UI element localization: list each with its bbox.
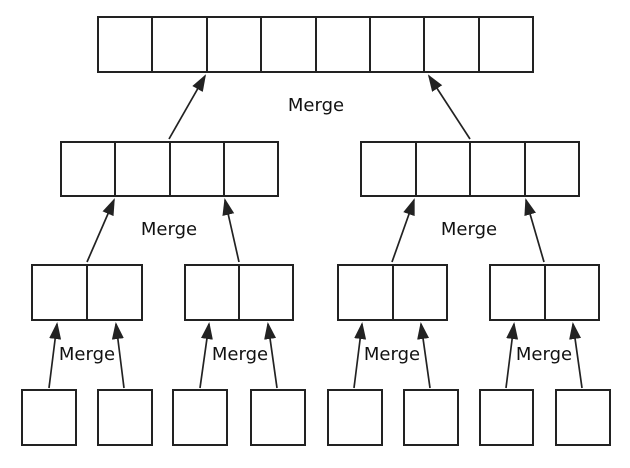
array-cell — [23, 391, 75, 444]
array-cell — [86, 266, 141, 319]
arrow-pair2-to-left4 — [222, 198, 240, 263]
array-cell — [168, 143, 223, 195]
leaf-1 — [21, 389, 77, 446]
array-cell — [33, 266, 86, 319]
merge-label-mid-right: Merge — [440, 219, 498, 240]
array-cell — [252, 391, 304, 444]
arrow-right4-to-top — [427, 74, 471, 140]
merge-label-pair-1: Merge — [58, 344, 116, 365]
arrow-leaf4-to-pair2 — [264, 322, 278, 389]
arrow-pair4-to-right4 — [524, 198, 545, 263]
array-cell — [260, 18, 314, 71]
leaf-5 — [327, 389, 383, 446]
leaf-6 — [403, 389, 459, 446]
array-4-left — [60, 141, 279, 197]
arrow-leaf7-to-pair4 — [505, 322, 519, 389]
array-cell — [174, 391, 226, 444]
array-4-right — [360, 141, 580, 197]
array-cell — [557, 391, 609, 444]
arrow-leaf3-to-pair2 — [199, 322, 213, 389]
pair-4 — [489, 264, 600, 321]
leaf-4 — [250, 389, 306, 446]
arrow-pair3-to-right4 — [391, 198, 415, 263]
arrow-leaf6-to-pair3 — [417, 322, 431, 389]
array-cell — [114, 143, 168, 195]
array-cell — [62, 143, 114, 195]
array-cell — [491, 266, 544, 319]
array-cell — [205, 18, 260, 71]
leaf-7 — [479, 389, 534, 446]
pair-3 — [337, 264, 448, 321]
merge-label-pair-3: Merge — [363, 344, 421, 365]
array-cell — [423, 18, 477, 71]
merge-label-mid-left: Merge — [140, 219, 198, 240]
array-cell — [99, 391, 151, 444]
arrow-pair1-to-left4 — [86, 198, 115, 263]
array-cell — [391, 266, 447, 319]
leaf-8 — [555, 389, 611, 446]
array-cell — [523, 143, 579, 195]
pair-2 — [184, 264, 294, 321]
array-8 — [97, 16, 534, 73]
array-cell — [477, 18, 532, 71]
merge-label-top: Merge — [287, 95, 345, 116]
array-cell — [151, 18, 205, 71]
arrow-leaf8-to-pair4 — [569, 322, 583, 389]
array-cell — [543, 266, 599, 319]
leaf-2 — [97, 389, 153, 446]
array-cell — [405, 391, 457, 444]
pair-1 — [31, 264, 143, 321]
array-cell — [481, 391, 532, 444]
arrow-left4-to-top — [168, 74, 206, 140]
array-cell — [238, 266, 292, 319]
arrow-leaf2-to-pair1 — [111, 322, 125, 389]
array-cell — [339, 266, 392, 319]
array-cell — [469, 143, 524, 195]
merge-label-pair-2: Merge — [211, 344, 269, 365]
array-cell — [186, 266, 238, 319]
array-cell — [99, 18, 151, 71]
merge-label-pair-4: Merge — [515, 344, 573, 365]
leaf-3 — [172, 389, 228, 446]
array-cell — [222, 143, 277, 195]
arrow-leaf5-to-pair3 — [353, 322, 367, 389]
array-cell — [329, 391, 381, 444]
arrow-leaf1-to-pair1 — [48, 322, 62, 389]
array-cell — [362, 143, 415, 195]
array-cell — [368, 18, 423, 71]
array-cell — [314, 18, 369, 71]
array-cell — [414, 143, 470, 195]
